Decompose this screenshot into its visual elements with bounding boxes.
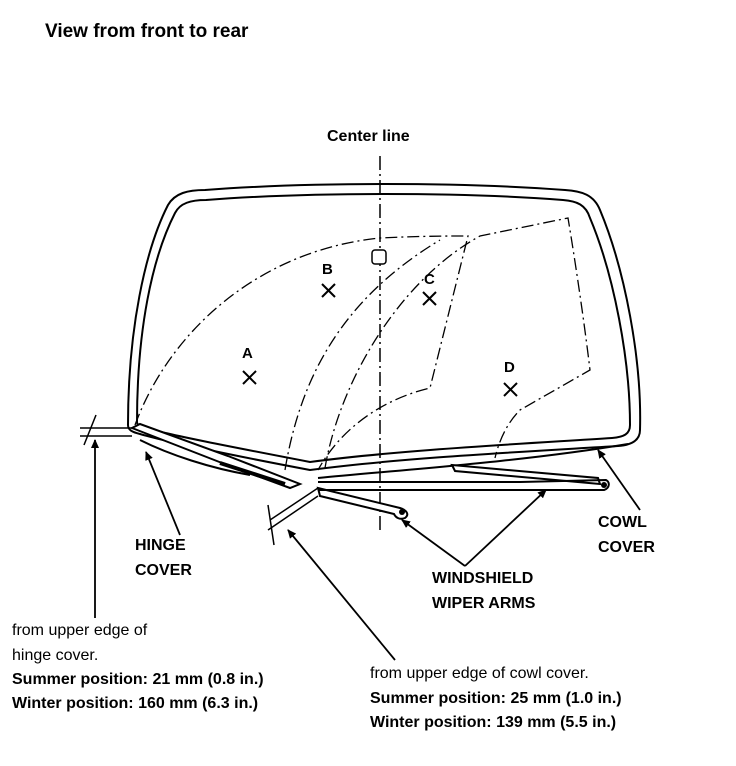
- diagram-title: View from front to rear: [45, 21, 249, 42]
- cowl-note-summer: Summer position: 25 mm (1.0 in.): [370, 690, 622, 707]
- hinge-cover-leader: [145, 451, 181, 536]
- cowl-dimension-line: [269, 487, 319, 521]
- wiper-arms-label-line1: WINDSHIELD: [432, 570, 534, 587]
- wiper-arm-leader-right: [464, 489, 547, 567]
- driver-arm-pivot: [399, 509, 405, 515]
- mirror-mount-icon: [371, 249, 387, 265]
- cowl-dimension-tick: [267, 504, 275, 546]
- windshield-outer-edge: [126, 183, 642, 472]
- passenger-arm-pivot: [601, 482, 607, 488]
- wiper-arms-label-line2: WIPER ARMS: [432, 595, 536, 612]
- hinge-dimension-tick: [83, 414, 97, 446]
- point-b-mark: [321, 283, 336, 298]
- driver-wiper-arm: [316, 486, 409, 520]
- cowl-dimension-line-2: [267, 495, 319, 531]
- passenger-wiper-blade: [450, 463, 602, 486]
- driver-wiper-blade-strip: [219, 461, 286, 486]
- wipe-area-passenger: [324, 217, 591, 469]
- hinge-note-summer: Summer position: 21 mm (0.8 in.): [12, 671, 264, 688]
- hinge-note-winter: Winter position: 160 mm (6.3 in.): [12, 695, 259, 712]
- point-a-label: A: [242, 345, 253, 362]
- point-c-label: C: [424, 271, 435, 288]
- cowl-cover-label-line2: COVER: [598, 539, 655, 556]
- hinge-cover-shape: [139, 439, 251, 476]
- passenger-wiper-arm: [318, 478, 610, 491]
- windshield-inner-edge: [135, 193, 632, 464]
- hinge-note-line1: from upper edge of: [12, 622, 148, 639]
- cowl-cover-label-line1: COWL: [598, 514, 647, 531]
- hinge-cover-label-line1: HINGE: [135, 537, 186, 554]
- hinge-note-line2: hinge cover.: [12, 647, 99, 664]
- cowl-cover-shape: [317, 443, 629, 479]
- cowl-note-line1: from upper edge of cowl cover.: [370, 665, 589, 682]
- point-a-mark: [242, 370, 257, 385]
- center-line-label: Center line: [327, 128, 410, 145]
- wiper-arm-leader-left: [401, 519, 466, 567]
- cowl-note-winter: Winter position: 139 mm (5.5 in.): [370, 714, 617, 731]
- wipe-area-driver: [134, 235, 469, 471]
- point-d-mark: [503, 382, 518, 397]
- point-c-mark: [422, 291, 437, 306]
- cowl-note-leader: [287, 529, 396, 661]
- wipe-area-driver-inner: [284, 239, 441, 471]
- hinge-cover-label-line2: COVER: [135, 562, 192, 579]
- point-b-label: B: [322, 261, 333, 278]
- point-d-label: D: [504, 359, 515, 376]
- cowl-cover-leader: [597, 449, 641, 511]
